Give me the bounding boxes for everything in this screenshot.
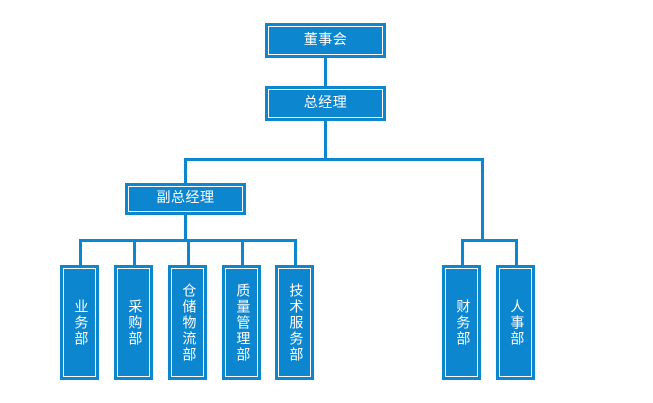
node-quality-management-department[interactable]: 质量管理部: [222, 265, 261, 380]
connector-drop-dept2: [133, 239, 136, 266]
node-quality-management-department-label: 质量管理部: [225, 268, 258, 377]
node-purchasing-department[interactable]: 采购部: [114, 265, 153, 380]
connector-drop-dept5: [294, 239, 297, 266]
node-business-department-label: 业务部: [63, 268, 96, 377]
node-business-department[interactable]: 业务部: [60, 265, 99, 380]
connector-board-to-gm: [324, 57, 327, 86]
connector-vgm-stem: [184, 214, 187, 241]
node-board-of-directors[interactable]: 董事会: [265, 23, 386, 58]
connector-right-group-bus: [461, 239, 518, 242]
connector-bus-to-right-group: [481, 158, 484, 241]
connector-bus-to-vgm: [184, 158, 187, 183]
node-vice-general-manager[interactable]: 副总经理: [125, 183, 246, 215]
node-warehousing-logistics-department[interactable]: 仓储物流部: [168, 265, 207, 380]
node-technical-service-department[interactable]: 技术服务部: [275, 265, 314, 380]
connector-gm-bus: [184, 158, 484, 161]
node-technical-service-department-label: 技术服务部: [278, 268, 311, 377]
connector-drop-dept7: [515, 239, 518, 266]
node-purchasing-department-label: 采购部: [117, 268, 150, 377]
node-vice-general-manager-label: 副总经理: [128, 186, 243, 212]
node-general-manager-label: 总经理: [268, 89, 383, 118]
connector-drop-dept6: [461, 239, 464, 266]
connector-drop-dept3: [187, 239, 190, 266]
node-general-manager[interactable]: 总经理: [265, 86, 386, 121]
node-warehousing-logistics-department-label: 仓储物流部: [171, 268, 204, 377]
connector-drop-dept4: [241, 239, 244, 266]
connector-drop-dept1: [79, 239, 82, 266]
node-human-resources-department-label: 人事部: [499, 268, 532, 377]
connector-gm-stem: [324, 120, 327, 160]
node-finance-department[interactable]: 财务部: [442, 265, 481, 380]
node-board-of-directors-label: 董事会: [268, 26, 383, 55]
node-finance-department-label: 财务部: [445, 268, 478, 377]
node-human-resources-department[interactable]: 人事部: [496, 265, 535, 380]
